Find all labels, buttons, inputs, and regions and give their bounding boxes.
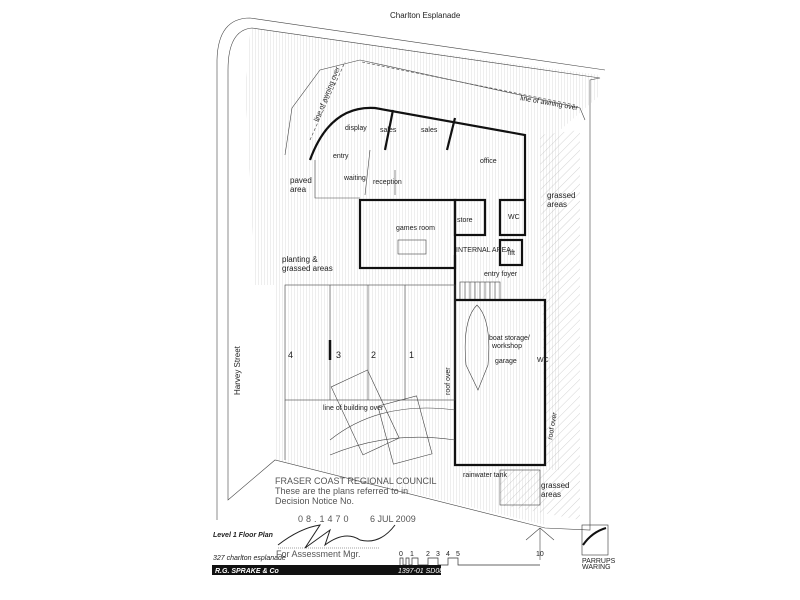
pool-table: [397, 239, 427, 255]
scale-tick: 2: [426, 551, 430, 558]
signature: [277, 524, 396, 549]
plan-title: Level 1 Floor Plan: [213, 532, 273, 539]
room-games: games room: [396, 225, 435, 232]
logo-text-1: PARRUPS: [582, 558, 616, 565]
car-bays: [284, 284, 456, 460]
street-label-left: Harvey Street: [233, 345, 242, 395]
room-waiting: waiting: [343, 175, 366, 182]
title-bar: [212, 565, 397, 575]
scale-tick: 5: [456, 551, 460, 558]
building-over-note: line of building over: [323, 405, 384, 412]
lift-walls: [498, 238, 524, 267]
rainwater-tank-outline: [499, 469, 541, 506]
site-paving: [245, 28, 600, 525]
room-workshop: workshop: [491, 343, 522, 350]
assessment-mgr: For Assessment Mgr.: [276, 549, 361, 559]
paved-area-label-1: paved: [290, 176, 312, 185]
stamp-line-2: Decision Notice No.: [275, 496, 354, 506]
room-rainwater-tank: rainwater tank: [463, 472, 507, 479]
street-kerb: [216, 17, 606, 520]
room-boat-storage: boat storage/: [489, 335, 530, 342]
scale-bar: [399, 557, 540, 566]
scale-tick: 0: [399, 551, 403, 558]
scale-tick: 1: [410, 551, 414, 558]
planting-label-1: planting &: [282, 255, 318, 264]
room-entry-foyer: entry foyer: [484, 271, 518, 278]
logo-text-2: WARING: [582, 564, 611, 571]
scale-tick: 3: [436, 551, 440, 558]
room-display: display: [345, 125, 367, 132]
store-walls: [453, 198, 487, 237]
room-lift: lift: [508, 250, 515, 257]
project-address: 327 charlton esplanade: [213, 555, 286, 562]
car-bay-number: 1: [409, 350, 414, 360]
building-front-wall: [308, 106, 527, 200]
room-garage: garage: [495, 358, 517, 365]
stamp-date: 6 JUL 2009: [370, 514, 416, 524]
firm-logo: [581, 524, 609, 556]
north-arrow-icon: [525, 527, 555, 560]
roof-over-note-1: roof over: [445, 367, 452, 395]
room-reception: reception: [373, 179, 402, 186]
wc-walls: [498, 198, 527, 237]
awning-line: [284, 59, 586, 156]
room-office: office: [480, 158, 497, 165]
sales-partition: [445, 117, 457, 151]
car-bay-number: 2: [371, 350, 376, 360]
grassed-bottom-label-1: grassed: [541, 481, 569, 490]
room-sales-1: sales: [380, 127, 397, 134]
car-outlines: [329, 369, 456, 465]
room-internal-area: INTERNAL AREA: [456, 247, 511, 254]
grassed-area-right: [500, 130, 580, 520]
grassed-top-label-1: grassed: [547, 191, 575, 200]
planting-label-2: grassed areas: [282, 264, 333, 273]
room-wc-1: WC: [508, 214, 520, 221]
waiting-wall: [314, 160, 360, 199]
room-sales-2: sales: [421, 127, 438, 134]
street-label-top: Charlton Esplanade: [390, 11, 461, 20]
paved-area-label-2: area: [290, 185, 307, 194]
room-store: store: [457, 217, 473, 224]
room-entry: entry: [333, 153, 349, 160]
car-bay-number: 3: [336, 350, 341, 360]
decision-number: 08.1470: [298, 514, 352, 524]
sales-partition: [383, 109, 395, 151]
client-name: R.G. SPRAKE & Co: [215, 568, 280, 575]
stamp-line-1: These are the plans referred to in: [275, 486, 408, 496]
site-boundary: [227, 27, 601, 531]
scale-tick: 10: [536, 551, 544, 558]
car-bay-number: 4: [288, 350, 293, 360]
drawing-number: 1397-01 SD08A 6: [398, 568, 453, 575]
reception-counter: [364, 149, 396, 196]
drawing-no-bar: [397, 565, 441, 575]
room-wc-2: WC: [537, 357, 549, 364]
council-name: FRASER COAST REGIONAL COUNCIL: [275, 476, 437, 486]
grassed-top-label-2: areas: [547, 200, 567, 209]
scale-tick: 4: [446, 551, 450, 558]
boat-outline: [464, 304, 490, 391]
roof-over-note-2: roof over: [547, 411, 559, 440]
grassed-bottom-label-2: areas: [541, 490, 561, 499]
awning-line-dashed: [309, 61, 576, 141]
